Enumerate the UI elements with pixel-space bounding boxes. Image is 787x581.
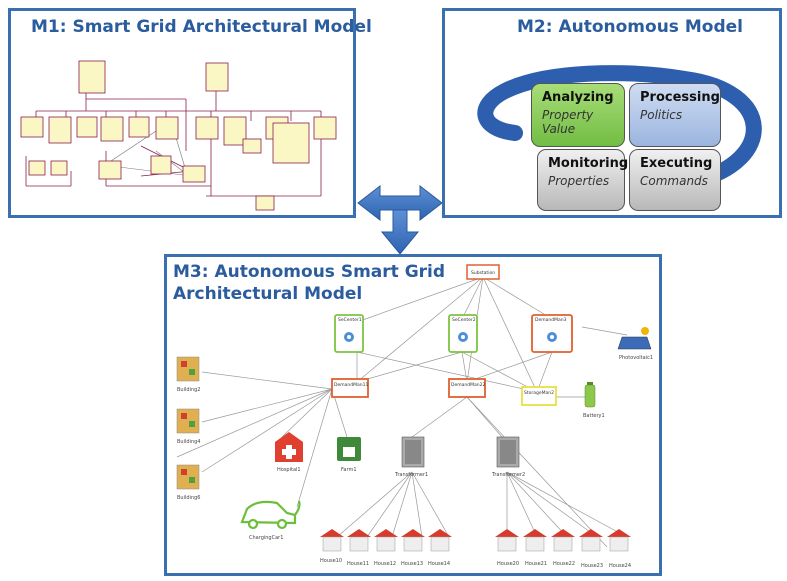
house-label: House12 (374, 561, 396, 567)
house-icon (579, 529, 603, 552)
secenter1-node: SeCenter1 (334, 314, 364, 353)
executing-box: Executing Commands (629, 149, 721, 211)
houses-right: House20 House21 House22 House23 House24 (495, 529, 631, 569)
house-label: House10 (320, 558, 342, 564)
demandman22-node: DemandMan22 (448, 378, 486, 398)
house-label: House22 (553, 561, 575, 567)
processing-subtitle: Politics (640, 108, 683, 122)
house-label: House11 (347, 561, 369, 567)
battery-label: Battery1 (583, 413, 605, 419)
house-icon (320, 529, 344, 552)
storageman2-node: StorageMan2 (521, 386, 557, 406)
monitoring-subtitle: Properties (548, 174, 610, 188)
photovoltaic-label: Photovoltaic1 (619, 355, 653, 361)
transformer1-label: Transformer1 (394, 472, 428, 478)
substation-node: Substation (466, 264, 500, 280)
m2-title: M2: Autonomous Model (517, 17, 743, 37)
m3-title-line2: Architectural Model (173, 284, 363, 304)
executing-subtitle: Commands (640, 174, 708, 188)
demandman22-label: DemandMan22 (451, 382, 485, 388)
transformer2-label: Transformer2 (491, 472, 525, 478)
house-icon (347, 529, 371, 552)
storageman2-label: StorageMan2 (524, 390, 554, 396)
house-icon (495, 529, 519, 552)
building-icon: Building6 (176, 464, 200, 501)
demandman11-label: DemandMan11 (334, 382, 368, 388)
house-icon (523, 529, 547, 552)
farm-label: Farm1 (341, 467, 357, 473)
secenter1-label: SeCenter1 (338, 317, 362, 323)
m3-title-line1: M3: Autonomous Smart Grid (173, 262, 446, 282)
house-icon (374, 529, 398, 552)
house-label: House20 (497, 561, 519, 567)
secenter2-label: SeCenter2 (452, 317, 476, 323)
solar-panel-icon: Photovoltaic1 (617, 327, 653, 361)
analyzing-box: Analyzing Property Value (531, 83, 625, 147)
m1-panel: M1: Smart Grid Architectural Model (8, 8, 372, 218)
m3-panel: M3: Autonomous Smart Grid Architectural … (164, 254, 662, 576)
uml-class-diagram (20, 60, 337, 211)
house-label: House14 (428, 561, 450, 567)
building4-label: Building4 (177, 439, 200, 445)
building6-label: Building6 (177, 495, 200, 501)
house-label: House13 (401, 561, 423, 567)
processing-box: Processing Politics (629, 83, 721, 147)
processing-title: Processing (640, 90, 720, 105)
house-icon (401, 529, 425, 552)
farm-icon: Farm1 (337, 437, 361, 473)
network-links (176, 276, 628, 548)
m3-title: M3: Autonomous Smart Grid Architectural … (173, 261, 445, 305)
demandman3-node: DemandMan3 (531, 314, 573, 353)
transformer-icon: Transformer1 (394, 436, 428, 478)
building-icon: Building2 (176, 356, 200, 393)
transformer-icon: Transformer2 (491, 436, 525, 478)
house-icon (551, 529, 575, 552)
building2-label: Building2 (177, 387, 200, 393)
executing-title: Executing (640, 156, 713, 171)
charging-label: ChargingCar1 (249, 535, 283, 541)
house-label: House24 (609, 563, 631, 569)
battery-icon: Battery1 (583, 382, 605, 419)
houses-left: House10 House11 House12 House13 House14 (320, 529, 452, 567)
cycle-arrow (477, 65, 762, 189)
m1-title: M1: Smart Grid Architectural Model (31, 17, 372, 37)
hospital-icon: Hospital1 (275, 432, 303, 473)
house-label: House23 (581, 563, 603, 569)
arrow-down (380, 209, 420, 255)
secenter2-node: SeCenter2 (448, 314, 478, 353)
analyzing-title: Analyzing (542, 90, 614, 105)
m2-panel: M2: Autonomous Model Analyzing Property … (442, 8, 782, 218)
house-icon (428, 529, 452, 552)
electric-car-icon (240, 500, 301, 530)
substation-label: Substation (471, 270, 495, 276)
building-icon: Building4 (176, 408, 200, 445)
monitoring-box: Monitoring Properties (537, 149, 629, 211)
analyzing-subtitle: Property Value (542, 108, 594, 136)
demandman3-label: DemandMan3 (535, 317, 567, 323)
hospital-label: Hospital1 (277, 467, 301, 473)
monitoring-title: Monitoring (548, 156, 629, 171)
smart-grid-network: Substation SeCenter1 SeCenter2 DemandMan… (176, 264, 653, 569)
demandman11-node: DemandMan11 (331, 378, 369, 398)
house-label: House21 (525, 561, 547, 567)
house-icon (607, 529, 631, 552)
